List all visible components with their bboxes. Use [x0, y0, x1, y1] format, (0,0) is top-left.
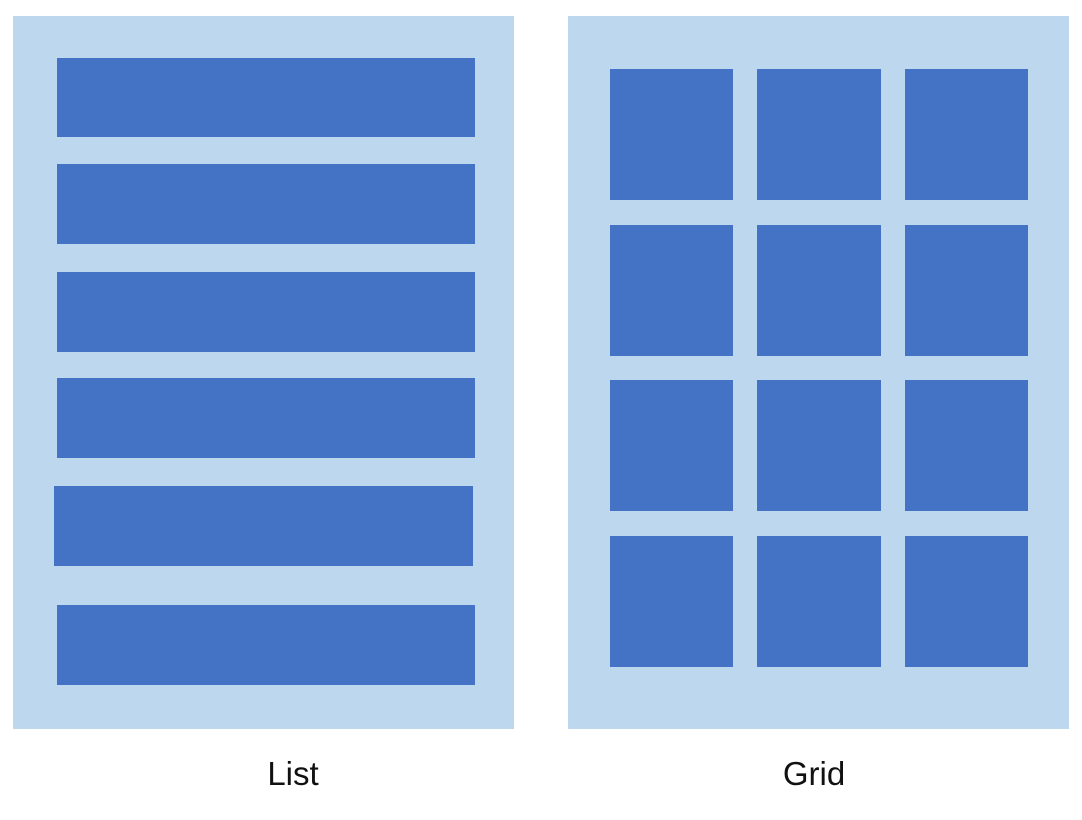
list-caption: List: [267, 755, 319, 792]
grid-tile: [905, 69, 1028, 200]
grid-layout-panel: [568, 16, 1069, 729]
list-item: [54, 486, 473, 566]
list-item: [57, 164, 475, 244]
list-item: [57, 272, 475, 352]
grid-tile: [757, 536, 881, 667]
list-item: [57, 58, 475, 137]
grid-tile: [757, 69, 881, 200]
grid-tile: [757, 225, 881, 356]
grid-tile: [905, 536, 1028, 667]
grid-tile: [610, 225, 733, 356]
grid-tile: [610, 536, 733, 667]
grid-tile: [905, 225, 1028, 356]
list-item: [57, 605, 475, 685]
grid-tile: [610, 380, 733, 511]
list-item: [57, 378, 475, 458]
grid-tile: [610, 69, 733, 200]
grid-tile: [905, 380, 1028, 511]
grid-caption: Grid: [782, 755, 846, 792]
grid-tile: [757, 380, 881, 511]
list-layout-panel: [13, 16, 514, 729]
